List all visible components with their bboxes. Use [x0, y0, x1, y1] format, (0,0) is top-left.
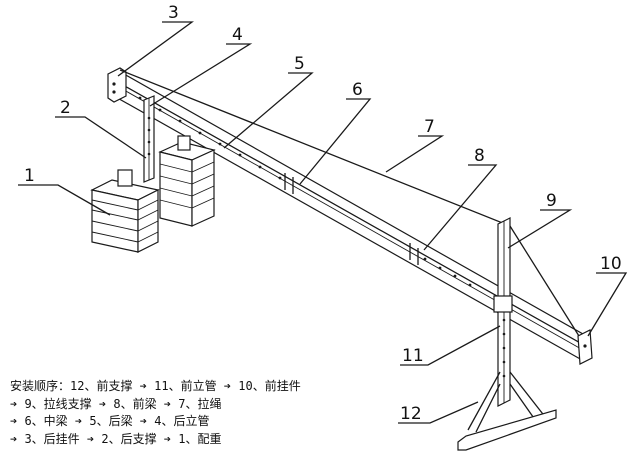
callout-5: 5 [294, 54, 305, 74]
callout-8: 8 [474, 146, 485, 166]
front-post [493, 217, 513, 407]
rear-hanger [107, 67, 127, 103]
callout-4: 4 [232, 25, 243, 45]
callout-10: 10 [600, 254, 622, 274]
callout-1: 1 [24, 166, 35, 186]
tension-rope-front [509, 225, 585, 345]
callout-2: 2 [60, 98, 71, 118]
sequence-line-2: ➔ 9、拉线支撑 ➔ 8、前梁 ➔ 7、拉绳 [10, 396, 222, 411]
sequence-line-1: 安装顺序：12、前支撑 ➔ 11、前立管 ➔ 10、前挂件 [10, 379, 301, 393]
installation-sequence: 安装顺序：12、前支撑 ➔ 11、前立管 ➔ 10、前挂件 ➔ 9、拉线支撑 ➔… [10, 378, 400, 448]
callout-12: 12 [400, 404, 422, 424]
front-hanger [577, 329, 593, 365]
counterweight-stack-right [158, 135, 216, 227]
front-support [457, 371, 557, 451]
callout-labels: 1 2 3 4 5 6 7 8 9 10 11 12 [24, 3, 622, 424]
tension-rope [119, 69, 511, 227]
callout-11: 11 [402, 346, 424, 366]
callout-3: 3 [168, 3, 179, 23]
sequence-line-3: ➔ 6、中梁 ➔ 5、后梁 ➔ 4、后立管 [10, 414, 210, 428]
leader-lines [18, 21, 628, 424]
counterweight-stack-left [90, 169, 160, 253]
callout-7: 7 [424, 117, 435, 137]
sequence-line-4: ➔ 3、后挂件 ➔ 2、后支撑 ➔ 1、配重 [10, 431, 222, 446]
callout-6: 6 [352, 80, 363, 100]
callout-9: 9 [546, 191, 557, 211]
rear-post [143, 95, 155, 183]
